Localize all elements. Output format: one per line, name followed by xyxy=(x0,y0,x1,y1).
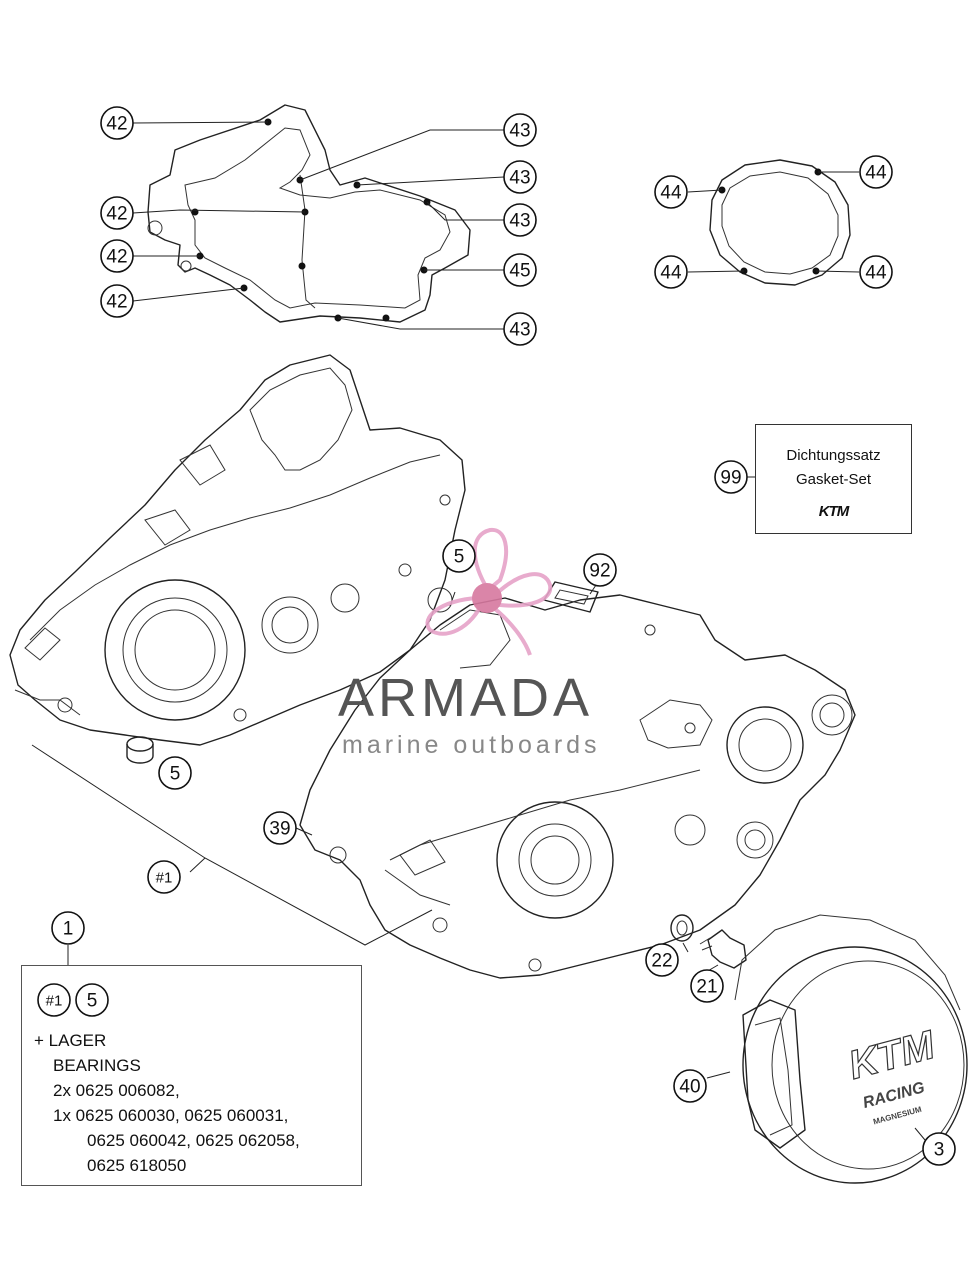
svg-text:43: 43 xyxy=(509,168,530,189)
drain-screw xyxy=(699,929,747,969)
gasket-set-german-label: Dichtungssatz xyxy=(786,447,881,464)
info-tag-5: 5 xyxy=(75,983,109,1017)
cover-brand-text: KTM xyxy=(844,1023,941,1088)
svg-text:42: 42 xyxy=(106,292,127,313)
callout-5-left: 5 xyxy=(158,756,192,790)
svg-text:42: 42 xyxy=(106,204,127,225)
callout-99: 99 xyxy=(714,460,748,494)
info-box-lines: + LAGER BEARINGS 2x 0625 006082, 1x 0625… xyxy=(34,1028,300,1178)
info-line-lager: + LAGER xyxy=(34,1031,107,1050)
info-box-tags: #1 5 xyxy=(37,983,109,1017)
bearing-sleeve xyxy=(126,736,154,764)
svg-text:21: 21 xyxy=(696,977,717,998)
callout-1: 1 xyxy=(51,911,85,945)
svg-text:39: 39 xyxy=(269,819,290,840)
svg-text:#1: #1 xyxy=(156,870,173,887)
svg-text:92: 92 xyxy=(589,561,610,582)
info-line-bearings: BEARINGS xyxy=(53,1056,141,1075)
callout-45: 45 xyxy=(503,253,537,287)
bearings-info-box: #1 5 + LAGER BEARINGS 2x 0625 006082, 1x… xyxy=(21,965,362,1186)
svg-text:43: 43 xyxy=(509,121,530,142)
callout-43a: 43 xyxy=(503,113,537,147)
watermark-title: ARMADA xyxy=(338,668,594,728)
ktm-logo: KTM xyxy=(818,503,850,520)
gasket-set-english-label: Gasket-Set xyxy=(795,471,872,488)
callout-5-right: 5 xyxy=(442,539,476,573)
callout-42b: 42 xyxy=(100,196,134,230)
svg-text:22: 22 xyxy=(651,951,672,972)
info-tag-set: #1 xyxy=(37,983,71,1017)
watermark-subtitle: marine outboards xyxy=(342,731,601,759)
info-line-cont2: 0625 618050 xyxy=(87,1156,187,1175)
svg-text:42: 42 xyxy=(106,247,127,268)
svg-text:#1: #1 xyxy=(46,993,63,1010)
svg-text:3: 3 xyxy=(934,1140,945,1161)
watermark-logo xyxy=(425,527,553,656)
info-line-1x: 1x 0625 060030, 0625 060031, xyxy=(53,1106,289,1125)
right-crankcase-half xyxy=(299,587,856,979)
crankcase-gasket xyxy=(132,104,505,330)
info-line-cont1: 0625 060042, 0625 062058, xyxy=(87,1131,300,1150)
callout-44c: 44 xyxy=(654,255,688,289)
callout-44a: 44 xyxy=(654,175,688,209)
svg-text:40: 40 xyxy=(679,1077,700,1098)
svg-text:5: 5 xyxy=(454,547,465,568)
cover-gasket xyxy=(687,159,860,286)
callout-set-1: #1 xyxy=(147,860,181,894)
callout-42d: 42 xyxy=(100,284,134,318)
svg-text:43: 43 xyxy=(509,211,530,232)
callout-44d: 44 xyxy=(859,255,893,289)
svg-text:5: 5 xyxy=(170,764,181,785)
callout-40: 40 xyxy=(673,1069,707,1103)
svg-text:44: 44 xyxy=(865,263,887,284)
svg-text:44: 44 xyxy=(660,263,682,284)
sealing-ring xyxy=(670,914,694,942)
callout-22: 22 xyxy=(645,943,679,977)
svg-text:1: 1 xyxy=(63,919,74,940)
svg-text:44: 44 xyxy=(660,183,682,204)
svg-text:5: 5 xyxy=(87,991,98,1012)
callout-42a: 42 xyxy=(100,106,134,140)
callout-21: 21 xyxy=(690,969,724,1003)
callout-43d: 43 xyxy=(503,312,537,346)
callout-43c: 43 xyxy=(503,203,537,237)
callout-3: 3 xyxy=(922,1132,956,1166)
callout-42c: 42 xyxy=(100,239,134,273)
info-line-2x: 2x 0625 006082, xyxy=(53,1081,180,1100)
callout-43b: 43 xyxy=(503,160,537,194)
svg-text:42: 42 xyxy=(106,114,127,135)
svg-text:99: 99 xyxy=(720,468,741,489)
svg-text:45: 45 xyxy=(509,261,530,282)
svg-text:44: 44 xyxy=(865,163,887,184)
svg-text:43: 43 xyxy=(509,320,530,341)
gasket-set-box: Dichtungssatz Gasket-Set KTM xyxy=(755,424,912,534)
callout-44b: 44 xyxy=(859,155,893,189)
callout-39: 39 xyxy=(263,811,297,845)
callout-92: 92 xyxy=(583,553,617,587)
